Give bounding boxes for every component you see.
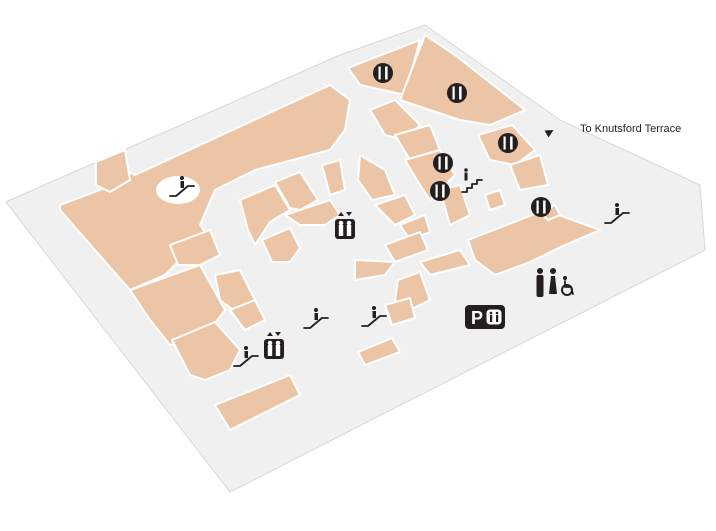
shop-ring-8[interactable] (399, 214, 431, 241)
direction-arrow-icon (544, 130, 554, 138)
stairs-icon[interactable] (461, 168, 483, 193)
lift-icon[interactable] (264, 332, 284, 359)
shop-ring-3[interactable] (321, 159, 346, 196)
parking-icon[interactable]: P (465, 305, 505, 329)
escalator-icon[interactable] (303, 308, 329, 329)
shop-north-8[interactable] (509, 154, 549, 191)
shop-center-w2[interactable] (229, 299, 266, 331)
shop-south-3[interactable] (357, 337, 401, 366)
shop-ring-10[interactable] (354, 259, 396, 281)
shop-ring-9[interactable] (384, 231, 429, 263)
escalator-icon[interactable] (604, 203, 630, 224)
shop-ring-6[interactable] (284, 199, 341, 226)
shop-ring-2[interactable] (274, 171, 319, 211)
shop-ring-5[interactable] (261, 227, 301, 263)
shop-south-2[interactable] (384, 297, 416, 326)
restaurant-icon[interactable] (447, 83, 467, 103)
shop-north-9[interactable] (484, 189, 506, 211)
escalator-icon[interactable] (233, 346, 259, 367)
restaurant-icon[interactable] (430, 181, 450, 201)
shop-sw-2[interactable] (214, 374, 301, 431)
escalator-icon[interactable] (361, 306, 387, 327)
restaurant-icon[interactable] (498, 133, 518, 153)
shop-west-top[interactable] (95, 149, 131, 193)
restaurant-icon[interactable] (531, 197, 551, 217)
shop-ring-7[interactable] (374, 194, 416, 226)
escalator-icon[interactable] (169, 176, 195, 197)
restaurant-icon[interactable] (373, 63, 393, 83)
lift-icon[interactable] (335, 212, 355, 239)
floor-plate (5, 24, 706, 493)
shop-north-2[interactable] (399, 34, 526, 126)
shop-ring-1[interactable] (239, 184, 291, 246)
female-toilet-icon[interactable] (549, 268, 557, 294)
shop-ring-4[interactable] (357, 154, 396, 201)
escalator-platform (156, 176, 200, 204)
parking-label: P (471, 308, 483, 328)
accessible-toilet-icon[interactable] (561, 276, 574, 296)
shop-ring-11[interactable] (419, 249, 471, 276)
direction-label: To Knutsford Terrace (580, 123, 681, 135)
restaurant-icon[interactable] (433, 153, 453, 173)
male-toilet-icon[interactable] (536, 268, 544, 297)
shop-sw-3[interactable] (169, 229, 221, 266)
shop-west-anchor[interactable] (59, 84, 351, 291)
shop-sw-1[interactable] (171, 321, 241, 381)
